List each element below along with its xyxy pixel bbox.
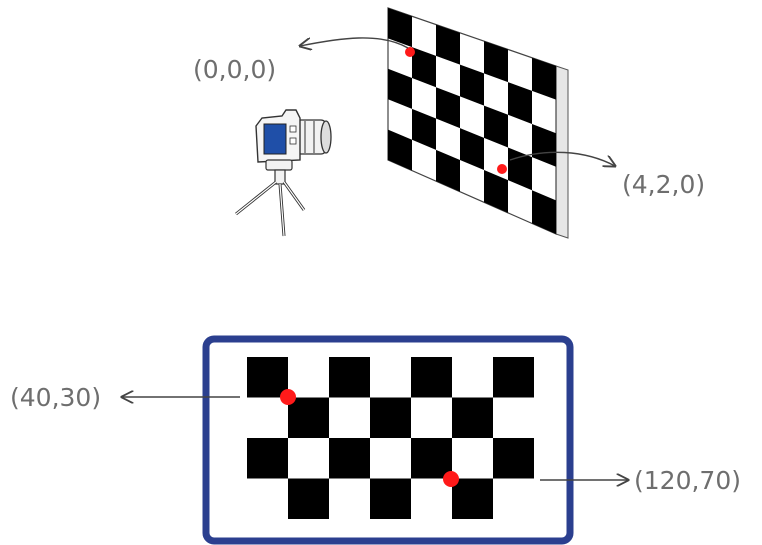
tripod-icon bbox=[235, 159, 306, 237]
image-checkerboard bbox=[247, 357, 534, 519]
image-point-2-marker bbox=[443, 471, 459, 487]
world-checker-cell bbox=[412, 108, 436, 150]
world-point-marker bbox=[497, 164, 507, 174]
camera-icon bbox=[255, 109, 332, 163]
image-checker-cell bbox=[329, 438, 370, 479]
image-checker-cell bbox=[493, 438, 534, 479]
world-point-arrow-icon bbox=[509, 151, 615, 166]
image-checker-cell bbox=[288, 478, 329, 519]
world-point-label: (4,2,0) bbox=[622, 170, 705, 199]
image-point-1-label: (40,30) bbox=[10, 383, 101, 412]
image-point-1-marker bbox=[280, 389, 296, 405]
world-checker-cell bbox=[460, 64, 484, 106]
world-checker-cell bbox=[436, 24, 460, 65]
world-checker-cell bbox=[532, 124, 556, 167]
image-checker-cell bbox=[370, 478, 411, 519]
world-checker-cell bbox=[532, 57, 556, 100]
world-checker-cell bbox=[460, 128, 484, 171]
image-point-2-label: (120,70) bbox=[634, 466, 741, 495]
image-checker-cell bbox=[493, 357, 534, 398]
image-checker-cell bbox=[247, 357, 288, 398]
world-checker-cell bbox=[388, 68, 412, 109]
world-checker-cells bbox=[388, 8, 556, 234]
world-origin-label: (0,0,0) bbox=[193, 55, 276, 84]
image-checker-cell bbox=[247, 438, 288, 479]
world-checker-cell bbox=[388, 8, 412, 48]
image-checker-cell bbox=[411, 357, 452, 398]
image-checker-cell bbox=[329, 357, 370, 398]
world-checker-cell bbox=[532, 190, 556, 234]
image-checker-cell bbox=[452, 397, 493, 438]
world-checker-cell bbox=[484, 41, 508, 83]
camera-screen bbox=[263, 123, 287, 155]
world-checker-cell bbox=[436, 87, 460, 129]
image-checker-cell bbox=[370, 397, 411, 438]
world-origin-arrow-icon bbox=[300, 37, 409, 48]
world-checker-cell bbox=[508, 82, 532, 124]
world-origin-marker bbox=[405, 47, 415, 57]
world-checker-cell bbox=[484, 170, 508, 213]
image-checker-cell bbox=[288, 397, 329, 438]
world-checker-cell bbox=[412, 47, 436, 88]
image-checker-cell bbox=[452, 478, 493, 519]
world-checker-cell bbox=[484, 105, 508, 148]
world-checkerboard bbox=[387, 7, 569, 239]
world-checker-cell bbox=[388, 129, 412, 171]
image-checker-cell bbox=[411, 438, 452, 479]
world-checker-cell bbox=[436, 149, 460, 192]
